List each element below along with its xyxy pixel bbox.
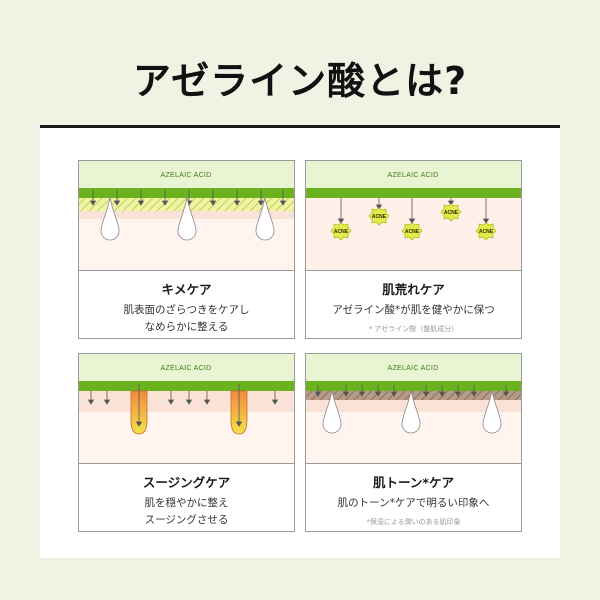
card-footnote: * アゼライン酸（整肌成分） <box>368 325 459 333</box>
description-line: 肌のトーン*ケアで明るい印象へ <box>337 497 490 509</box>
card-title: 肌トーン*ケア <box>373 475 454 490</box>
card-title: スージングケア <box>142 475 231 490</box>
card-rough-skin-care: AZELAIC ACID ACNE ACNE ACNE ACNE ACNE 肌荒… <box>305 160 522 339</box>
acne-label: ACNE <box>334 229 349 235</box>
card-skin-tone-care: AZELAIC ACID 肌トーン*ケア 肌のトーン*ケアで明るい印象へ *保湿… <box>305 353 522 532</box>
card-title: 肌荒れケア <box>382 282 445 297</box>
card-description: アゼライン酸*が肌を健やかに保つ <box>306 302 521 319</box>
description-line: なめらかに整える <box>144 321 229 333</box>
azelaic-acid-label: AZELAIC ACID <box>160 365 211 372</box>
skin-tone-care-illustration: AZELAIC ACID <box>306 354 521 464</box>
acne-label: ACNE <box>479 229 494 235</box>
soothing-care-illustration: AZELAIC ACID <box>79 354 294 464</box>
title-divider <box>40 125 560 128</box>
azelaic-acid-label: AZELAIC ACID <box>387 172 438 179</box>
card-title: キメケア <box>161 282 212 297</box>
card-texture-care: AZELAIC ACID キメケア 肌表面のざらつきをケアし なめらかに整える <box>78 160 295 339</box>
acne-label: ACNE <box>405 229 420 235</box>
card-soothing-care: AZELAIC ACID スージングケア 肌を穏やかに整え スージングさせる <box>78 353 295 532</box>
acne-label: ACNE <box>444 210 459 216</box>
azelaic-acid-label: AZELAIC ACID <box>160 172 211 179</box>
description-line: 肌表面のざらつきをケアし <box>123 304 250 316</box>
rough-skin-care-illustration: AZELAIC ACID ACNE ACNE ACNE ACNE ACNE <box>306 161 521 271</box>
acne-label: ACNE <box>372 214 387 220</box>
description-line: 肌を穏やかに整え <box>144 497 229 509</box>
description-line: アゼライン酸*が肌を健やかに保つ <box>332 304 495 316</box>
page-title: アゼライン酸とは? <box>132 59 468 103</box>
card-description: 肌表面のざらつきをケアし なめらかに整える <box>79 302 294 336</box>
azelaic-acid-label: AZELAIC ACID <box>387 365 438 372</box>
card-footnote: *保湿による潤いのある肌印象 <box>366 518 461 526</box>
texture-care-illustration: AZELAIC ACID <box>79 161 294 271</box>
card-description: 肌のトーン*ケアで明るい印象へ <box>306 495 521 512</box>
card-description: 肌を穏やかに整え スージングさせる <box>79 495 294 529</box>
description-line: スージングさせる <box>144 514 229 526</box>
